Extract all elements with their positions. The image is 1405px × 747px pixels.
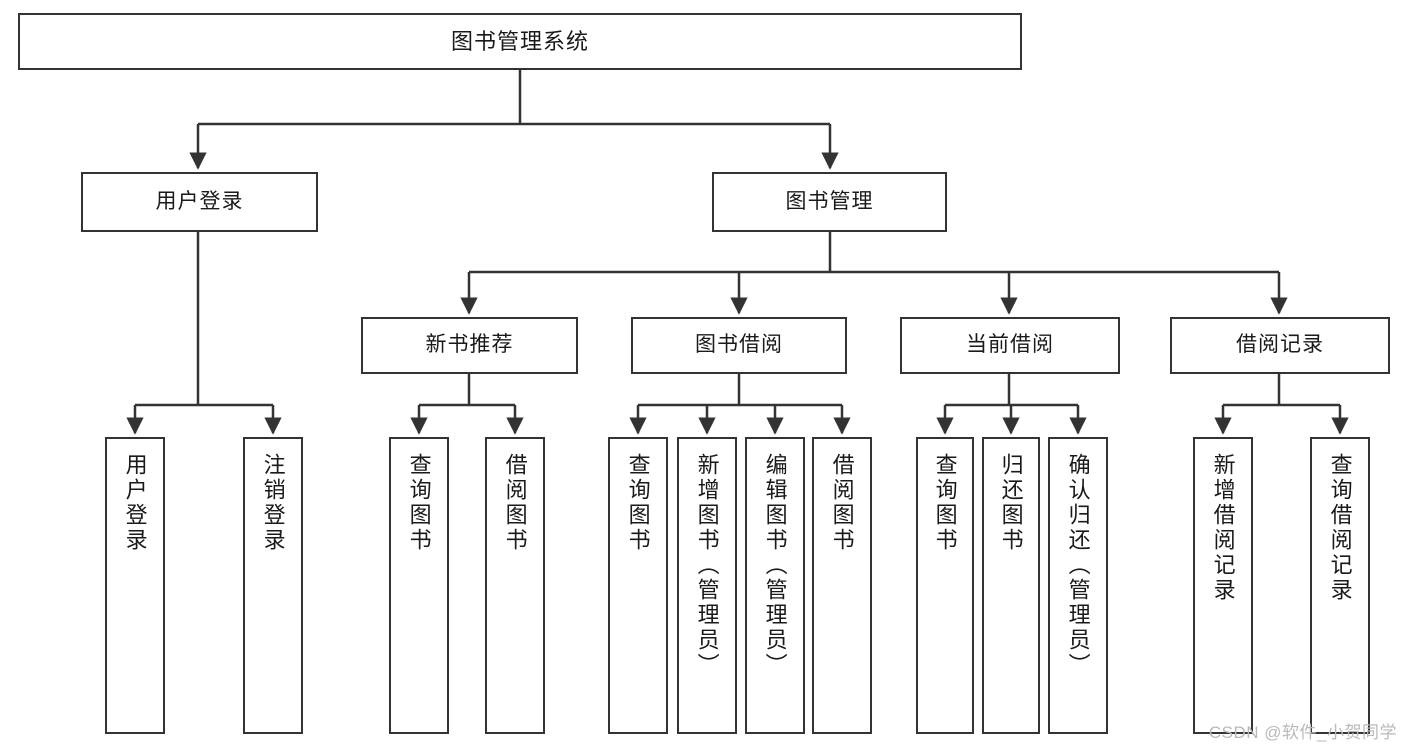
node-leaf-logout[interactable]: 注销登录	[243, 437, 303, 734]
node-leaf-confirm-return-label: 确认归还（管理员）	[1065, 453, 1091, 678]
node-leaf-borrow-book-b[interactable]: 借阅图书	[812, 437, 872, 734]
node-new-book-recommend-label: 新书推荐	[425, 333, 514, 357]
node-leaf-query-borrow-record[interactable]: 查询借阅记录	[1310, 437, 1370, 734]
node-leaf-edit-book[interactable]: 编辑图书（管理员）	[745, 437, 805, 734]
node-borrow-record-label: 借阅记录	[1236, 333, 1324, 357]
node-borrow-record[interactable]: 借阅记录	[1170, 317, 1390, 374]
node-root[interactable]: 图书管理系统	[18, 13, 1022, 70]
node-book-manage[interactable]: 图书管理	[712, 172, 947, 232]
node-leaf-query-book-c-label: 查询图书	[932, 453, 958, 553]
node-leaf-borrow-book-a-label: 借阅图书	[502, 453, 528, 553]
node-leaf-return-book[interactable]: 归还图书	[982, 437, 1040, 734]
node-current-borrow-label: 当前借阅	[966, 333, 1054, 357]
node-book-borrow[interactable]: 图书借阅	[631, 317, 847, 374]
node-leaf-user-login[interactable]: 用户登录	[105, 437, 165, 734]
node-user-login-label: 用户登录	[155, 189, 244, 213]
node-new-book-recommend[interactable]: 新书推荐	[361, 317, 578, 374]
node-book-manage-label: 图书管理	[785, 189, 874, 213]
node-leaf-logout-label: 注销登录	[260, 453, 286, 553]
node-root-label: 图书管理系统	[450, 28, 589, 54]
node-leaf-query-book-a[interactable]: 查询图书	[389, 437, 449, 734]
node-book-borrow-label: 图书借阅	[695, 333, 783, 357]
node-leaf-borrow-book-a[interactable]: 借阅图书	[485, 437, 545, 734]
node-leaf-user-login-label: 用户登录	[122, 453, 148, 553]
node-leaf-add-borrow-record[interactable]: 新增借阅记录	[1193, 437, 1253, 734]
node-leaf-query-book-c[interactable]: 查询图书	[916, 437, 974, 734]
node-leaf-add-borrow-record-label: 新增借阅记录	[1210, 453, 1236, 603]
node-leaf-query-book-a-label: 查询图书	[406, 453, 432, 553]
node-user-login[interactable]: 用户登录	[81, 172, 318, 232]
node-leaf-confirm-return[interactable]: 确认归还（管理员）	[1048, 437, 1108, 734]
node-leaf-borrow-book-b-label: 借阅图书	[829, 453, 855, 553]
node-leaf-return-book-label: 归还图书	[998, 453, 1024, 553]
node-leaf-edit-book-label: 编辑图书（管理员）	[762, 453, 788, 678]
node-leaf-query-borrow-record-label: 查询借阅记录	[1327, 453, 1353, 603]
node-leaf-query-book-b[interactable]: 查询图书	[608, 437, 668, 734]
node-leaf-query-book-b-label: 查询图书	[625, 453, 651, 553]
node-current-borrow[interactable]: 当前借阅	[900, 317, 1120, 374]
node-leaf-add-book-label: 新增图书（管理员）	[694, 453, 720, 678]
node-leaf-add-book[interactable]: 新增图书（管理员）	[677, 437, 737, 734]
